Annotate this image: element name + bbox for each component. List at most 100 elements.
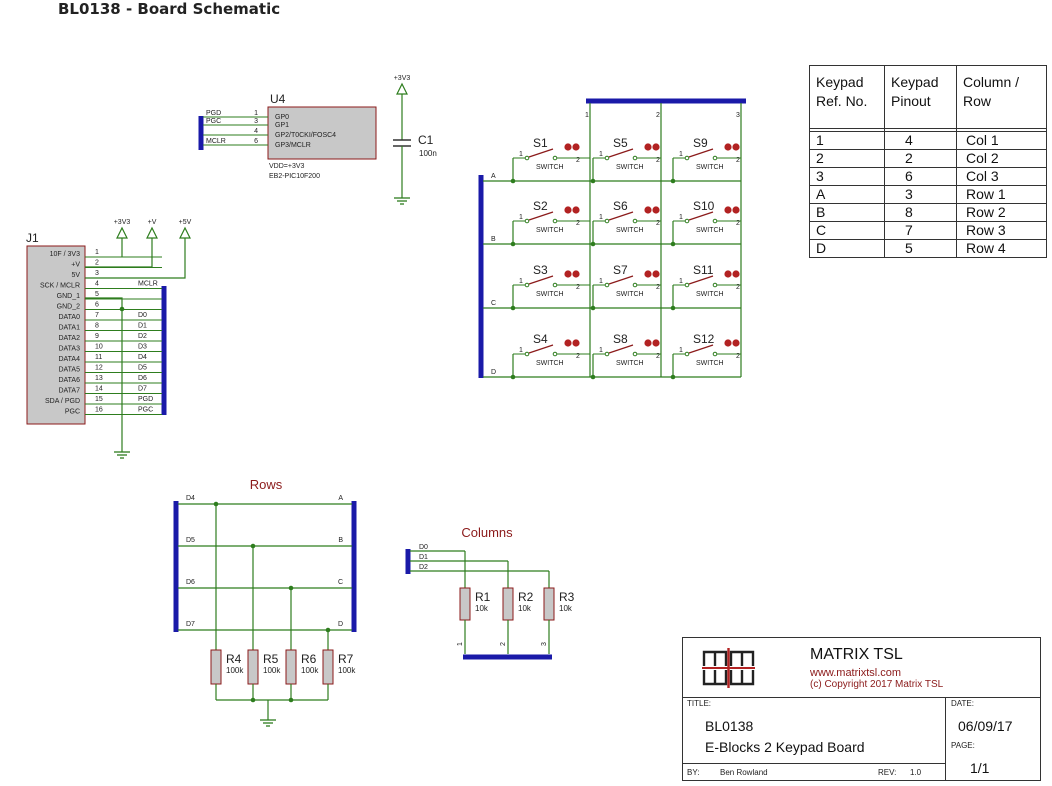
pin-number: 10 <box>95 344 103 351</box>
switch-label: SWITCH <box>536 291 564 298</box>
net-label: D3 <box>138 344 147 351</box>
switch-indicator-icon <box>724 339 732 347</box>
copyright-text: (c) Copyright 2017 Matrix TSL <box>810 679 944 690</box>
j1-ref: J1 <box>26 231 39 245</box>
switch-lever-icon <box>688 211 714 221</box>
net-label: A <box>491 173 496 180</box>
rev-label: REV: <box>878 768 897 777</box>
pin-number: 3 <box>541 642 548 646</box>
switch-label: SWITCH <box>696 227 724 234</box>
switch-indicator-icon <box>572 143 580 151</box>
j1-pin-name: DATA5 <box>58 367 80 374</box>
net-label: 3 <box>736 112 740 119</box>
switch-contact <box>684 155 690 161</box>
net-label: D5 <box>186 537 195 544</box>
pin-number: 1 <box>95 249 99 256</box>
pin-number: 4 <box>254 128 258 135</box>
switch-label: SWITCH <box>616 227 644 234</box>
pin-number: 12 <box>95 365 103 372</box>
switch-contact <box>632 155 638 161</box>
switch-lever-icon <box>528 344 554 354</box>
matrix-logo-icon <box>702 648 755 688</box>
j1-pin-name: SCK / MCLR <box>40 283 80 290</box>
switch-contact <box>552 282 558 288</box>
pin-number: 2 <box>576 284 580 291</box>
table-cell: Row 4 <box>956 239 1047 258</box>
switch-label: SWITCH <box>696 291 724 298</box>
switch-indicator-icon <box>732 206 740 214</box>
j1-pin-name: 10F / 3V3 <box>50 251 80 258</box>
switch-indicator-icon <box>652 339 660 347</box>
pin-number: 1 <box>254 110 258 117</box>
resistor-ref: R7 <box>338 652 354 666</box>
net-label: D2 <box>419 564 428 571</box>
net-label: A <box>338 495 343 502</box>
switch-contact <box>632 282 638 288</box>
switch-lever-icon <box>688 148 714 158</box>
title-block-header: MATRIX TSL www.matrixtsl.com (c) Copyrig… <box>683 638 1040 698</box>
pin-number: 1 <box>599 151 603 158</box>
j1-pin-name: DATA0 <box>58 314 80 321</box>
drawing-number: BL0138 <box>705 718 754 734</box>
net-label: D2 <box>138 333 147 340</box>
switch-contact <box>712 351 718 357</box>
pin-number: 6 <box>254 138 258 145</box>
switch-contact <box>632 351 638 357</box>
switch-contact <box>604 155 610 161</box>
net-label: D <box>491 369 496 376</box>
resistor-body <box>322 649 334 685</box>
table-cell: Col 1 <box>956 131 1047 150</box>
net-label: MCLR <box>138 281 158 288</box>
resistor-ref: R3 <box>559 590 575 604</box>
switch-indicator-icon <box>724 270 732 278</box>
pin-number: 9 <box>95 333 99 340</box>
junction-dot <box>213 501 219 507</box>
pin-number: 13 <box>95 375 103 382</box>
pin-number: 2 <box>576 220 580 227</box>
title-label: TITLE: <box>687 699 712 708</box>
rows-title: Rows <box>250 477 283 492</box>
switch-indicator-icon <box>564 143 572 151</box>
j1-pin-name: PGC <box>65 409 80 416</box>
drawing-title: E-Blocks 2 Keypad Board <box>705 739 865 755</box>
rail-wire <box>85 238 186 279</box>
switch-indicator-icon <box>644 206 652 214</box>
net-label: PGD <box>138 396 153 403</box>
switch-indicator-icon <box>652 270 660 278</box>
switch-contact <box>604 218 610 224</box>
switch-indicator-icon <box>732 339 740 347</box>
table-cell: D <box>809 239 885 258</box>
header-colrow: Column /Row <box>956 65 1047 129</box>
pin-number: 1 <box>457 642 464 646</box>
divider <box>683 763 945 764</box>
resistor-ref: R1 <box>475 590 491 604</box>
pin-name: GP2/T0CKI/FOSC4 <box>275 132 336 139</box>
junction-dot <box>119 306 125 312</box>
company-name: MATRIX TSL <box>810 646 903 663</box>
pin-number: 16 <box>95 407 103 414</box>
switch-lever-icon <box>688 344 714 354</box>
table-cell: 4 <box>884 131 957 150</box>
switch-indicator-icon <box>644 143 652 151</box>
j1-pin-name: DATA1 <box>58 325 80 332</box>
divider <box>945 697 946 781</box>
pin-number: 1 <box>679 278 683 285</box>
switch-indicator-icon <box>732 270 740 278</box>
pin-number: 2 <box>576 353 580 360</box>
pin-number: 4 <box>95 281 99 288</box>
pin-number: 2 <box>500 642 507 646</box>
switch-indicator-icon <box>724 206 732 214</box>
switch-lever-icon <box>608 344 634 354</box>
junction-dot <box>670 374 676 380</box>
resistor-value: 100k <box>301 666 319 675</box>
table-cell: A <box>809 185 885 204</box>
header-text: Row <box>963 93 992 109</box>
j1-pin-name: DATA3 <box>58 346 80 353</box>
pin-number: 1 <box>519 214 523 221</box>
pin-number: 3 <box>254 118 258 125</box>
